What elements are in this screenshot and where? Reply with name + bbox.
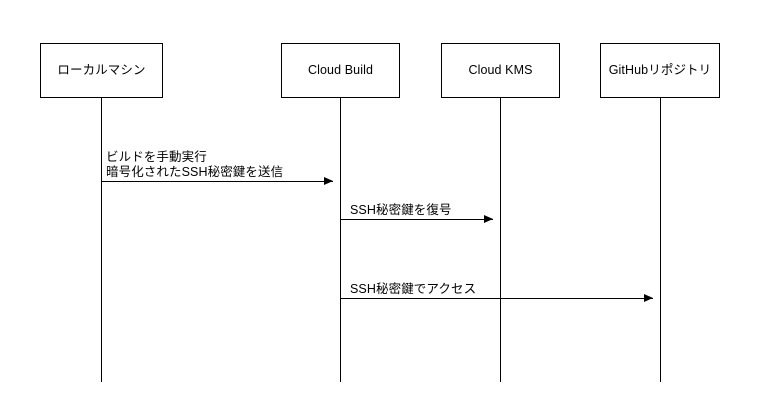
message-1-label-line-1: ビルドを手動実行 [106,150,207,164]
message-1-label: ビルドを手動実行 暗号化されたSSH秘密鍵を送信 [106,150,283,180]
participant-label-cloud-build: Cloud Build [307,63,374,77]
message-2-label: SSH秘密鍵を復号 [350,203,452,218]
message-3-label: SSH秘密鍵でアクセス [350,282,476,297]
message-3-label-line-1: SSH秘密鍵でアクセス [350,282,477,296]
message-1-arrow-head [324,176,333,185]
participant-cloud-build[interactable]: Cloud Build [281,43,400,98]
lifeline-local-machine [101,98,102,382]
participant-label-cloud-kms: Cloud KMS [468,63,533,77]
participant-label-local-machine: ローカルマシン [57,63,146,77]
lifeline-github-repository [660,98,661,382]
message-3-line [340,298,653,299]
message-1-line [101,181,333,182]
participant-local-machine[interactable]: ローカルマシン [40,43,163,98]
participant-github-repository[interactable]: GitHubリポジトリ [600,43,720,98]
lifeline-cloud-kms [500,98,501,382]
participant-cloud-kms[interactable]: Cloud KMS [441,43,560,98]
message-2-arrow-head [484,214,493,223]
participant-label-github-repository: GitHubリポジトリ [608,63,712,77]
message-2-line [340,219,493,220]
message-2-label-line-1: SSH秘密鍵を復号 [350,203,452,217]
message-3-arrow-head [644,293,653,302]
lifeline-cloud-build [340,98,341,382]
message-1-label-line-2: 暗号化されたSSH秘密鍵を送信 [106,165,284,179]
